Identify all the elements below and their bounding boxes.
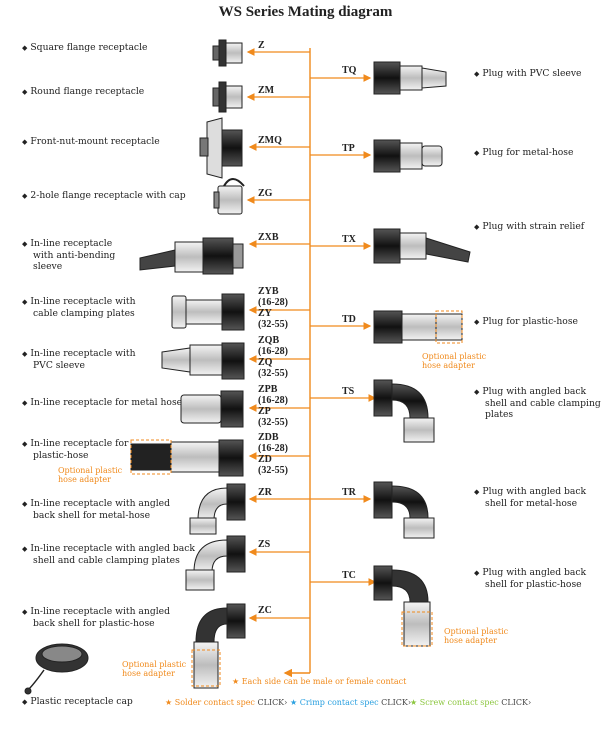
left-label-zg: ◆2-hole flange receptacle with cap xyxy=(22,190,186,201)
spec-screw[interactable]: ★ Screw contact spec CLICK› xyxy=(410,698,532,707)
left-label-zm: ◆Round flange receptacle xyxy=(22,86,145,97)
left-label-zc: ◆In-line receptacle with angled back she… xyxy=(22,606,170,629)
left-label-zdb: ◆In-line receptacle for plastic-hose xyxy=(22,438,129,461)
connector-td xyxy=(373,310,463,344)
code-tq: TQ xyxy=(342,65,357,76)
diagram-title: WS Series Mating diagram xyxy=(218,4,393,20)
connector-tc xyxy=(373,565,433,647)
code-z: Z xyxy=(258,40,265,51)
left-label-zyb: ◆In-line receptacle with cable clamping … xyxy=(22,296,136,319)
connector-tq xyxy=(373,61,447,95)
connector-zpb xyxy=(180,390,244,428)
right-label-tq: ◆Plug with PVC sleeve xyxy=(474,68,582,79)
code-zmq: ZMQ xyxy=(258,135,282,146)
right-branches xyxy=(310,74,377,586)
code-zyb: ZYB(16-28) ZY(32-55) xyxy=(258,286,288,330)
code-zdb: ZDB(16-28) ZD(32-55) xyxy=(258,432,288,476)
connector-ts xyxy=(373,379,435,443)
code-tx: TX xyxy=(342,234,356,245)
code-zs: ZS xyxy=(258,539,271,550)
code-tr: TR xyxy=(342,487,356,498)
right-label-tr: ◆Plug with angled back shell for metal-h… xyxy=(474,486,587,509)
connector-zdb xyxy=(130,439,244,477)
left-label-zr: ◆In-line receptacle with angled back she… xyxy=(22,498,170,521)
footnote-contact: ★ Each side can be male or female contac… xyxy=(232,677,407,686)
connector-tp xyxy=(373,139,443,173)
code-ts: TS xyxy=(342,386,355,397)
code-tc: TC xyxy=(342,570,356,581)
connector-zr xyxy=(189,483,246,535)
star-icon: ★ xyxy=(290,698,298,707)
left-label-zs: ◆In-line receptacle with angled back she… xyxy=(22,543,195,566)
code-zqb: ZQB(16-28) ZQ(32-55) xyxy=(258,335,288,379)
right-label-tx: ◆Plug with strain relief xyxy=(474,221,585,232)
connector-tx xyxy=(373,228,471,264)
code-zg: ZG xyxy=(258,188,273,199)
left-label-zqb: ◆In-line receptacle with PVC sleeve xyxy=(22,348,136,371)
code-zc: ZC xyxy=(258,605,272,616)
code-zr: ZR xyxy=(258,487,272,498)
right-label-ts: ◆Plug with angled back shell and cable c… xyxy=(474,386,601,420)
star-icon: ★ xyxy=(165,698,173,707)
connector-zs xyxy=(185,535,246,591)
connector-zc xyxy=(191,603,246,689)
left-label-z: ◆Square flange receptacle xyxy=(22,42,148,53)
right-label-td: ◆Plug for plastic-hose xyxy=(474,316,578,327)
connector-zm xyxy=(212,81,243,113)
connector-tr xyxy=(373,481,435,539)
left-label-zxb: ◆In-line receptacle with anti-bending sl… xyxy=(22,238,116,272)
code-zm: ZM xyxy=(258,85,275,96)
right-label-tc: ◆Plug with angled back shell for plastic… xyxy=(474,567,587,590)
left-label-cap: ◆Plastic receptacle cap xyxy=(22,696,133,707)
connector-zyb xyxy=(171,293,245,331)
spec-crimp[interactable]: ★ Crimp contact spec CLICK› xyxy=(290,698,412,707)
connector-z xyxy=(212,39,243,67)
connector-zmq xyxy=(199,117,243,179)
code-tp: TP xyxy=(342,143,355,154)
connector-zg xyxy=(213,178,245,215)
left-branches xyxy=(246,48,310,622)
left-label-zpb: ◆In-line receptacle for metal hose xyxy=(22,397,183,408)
connector-zxb xyxy=(139,237,244,275)
right-label-tp: ◆Plug for metal-hose xyxy=(474,147,574,158)
left-label-zmq: ◆Front-nut-mount receptacle xyxy=(22,136,160,147)
spec-solder[interactable]: ★ Solder contact spec CLICK› xyxy=(165,698,288,707)
plastic-cap xyxy=(24,643,89,695)
star-icon: ★ xyxy=(410,698,418,707)
code-zxb: ZXB xyxy=(258,232,279,243)
code-td: TD xyxy=(342,314,356,325)
connector-zqb xyxy=(161,342,245,380)
code-zpb: ZPB(16-28) ZP(32-55) xyxy=(258,384,288,428)
